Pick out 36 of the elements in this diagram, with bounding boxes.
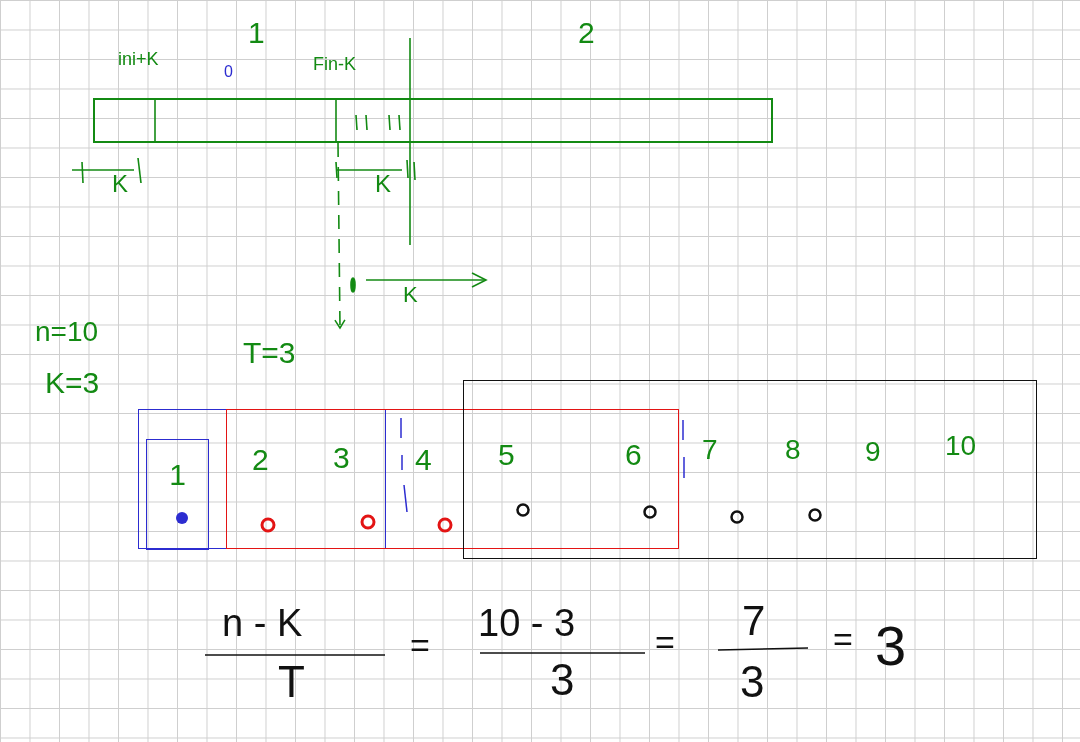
handwritten-label: 7 — [702, 436, 718, 464]
handwritten-label: = — [833, 622, 853, 656]
array-bar — [93, 98, 773, 143]
handwritten-label: 3 — [875, 618, 907, 674]
handwritten-label: K — [112, 172, 128, 196]
handwritten-label: 10 - 3 — [478, 604, 576, 642]
window-box — [226, 409, 679, 549]
handwritten-label: ini+K — [118, 50, 159, 68]
handwritten-label: 6 — [625, 440, 642, 470]
handwritten-label: 4 — [415, 445, 432, 475]
handwritten-label: 1 — [248, 18, 265, 48]
handwritten-label: 2 — [578, 18, 595, 48]
handwritten-label: T — [278, 660, 305, 704]
handwritten-label: = — [410, 628, 430, 662]
window-box: 1 — [146, 439, 209, 550]
handwritten-label: n - K — [222, 604, 303, 642]
handwritten-label: 9 — [865, 438, 881, 466]
handwritten-label: 0 — [224, 64, 233, 80]
handwritten-label: 10 — [945, 432, 977, 460]
handwritten-label: 2 — [252, 445, 269, 475]
handwritten-label: = — [655, 625, 675, 659]
handwritten-label: K=3 — [45, 368, 100, 398]
handwritten-label: 3 — [740, 660, 765, 704]
handwritten-label: Fin-K — [313, 55, 356, 73]
handwritten-label: 3 — [550, 658, 575, 702]
handwritten-label: n=10 — [35, 318, 99, 346]
window-box — [138, 409, 386, 549]
dashed-arrow — [334, 142, 346, 329]
handwritten-label: K — [375, 172, 391, 196]
handwritten-label: 8 — [785, 436, 801, 464]
formula-text: T=3 — [243, 328, 353, 368]
handwritten-label: 7 — [742, 600, 766, 642]
handwritten-label: K — [403, 284, 418, 306]
handwritten-label: 3 — [333, 443, 350, 473]
window-box — [463, 380, 1037, 559]
handwritten-label: 5 — [498, 440, 515, 470]
